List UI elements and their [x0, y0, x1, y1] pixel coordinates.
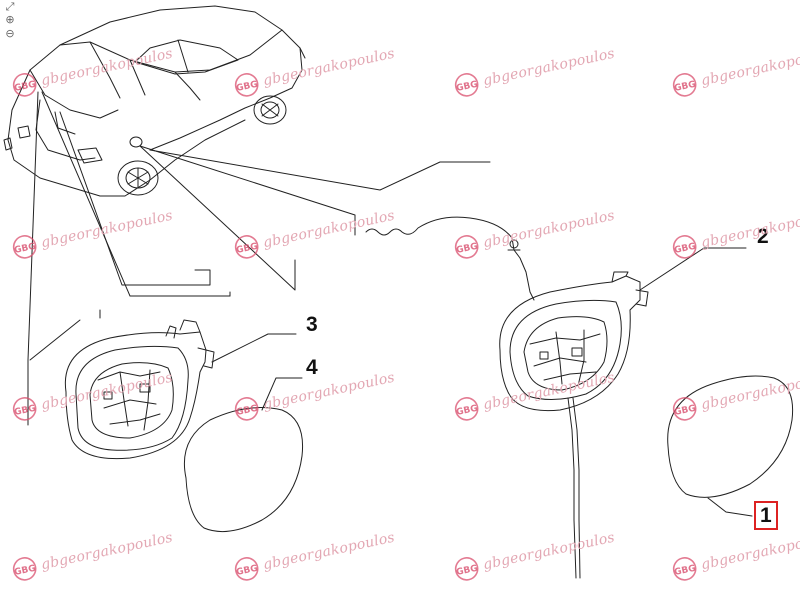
- part-3-housing: [64, 319, 215, 460]
- callout-part-3[interactable]: 3: [306, 313, 318, 336]
- leader-part-2: [639, 247, 747, 291]
- leader-part-1: [707, 497, 753, 517]
- callout-part-4[interactable]: 4: [306, 356, 318, 379]
- vehicle-illustration: [3, 5, 306, 197]
- part-4-cover: [183, 407, 304, 533]
- zoom-out-icon[interactable]: ⊖: [5, 27, 15, 40]
- callout-part-1[interactable]: 1: [754, 501, 778, 530]
- fit-page-icon[interactable]: ⤢: [5, 0, 15, 13]
- leader-lines: [27, 91, 491, 426]
- part-2-housing: [499, 271, 649, 579]
- leader-part-3: [211, 333, 297, 363]
- release-cable: [365, 216, 535, 301]
- callout-part-2[interactable]: 2: [757, 225, 769, 248]
- zoom-in-icon[interactable]: ⊕: [5, 13, 15, 26]
- leader-part-4: [261, 377, 303, 411]
- part-1-cover: [667, 375, 794, 498]
